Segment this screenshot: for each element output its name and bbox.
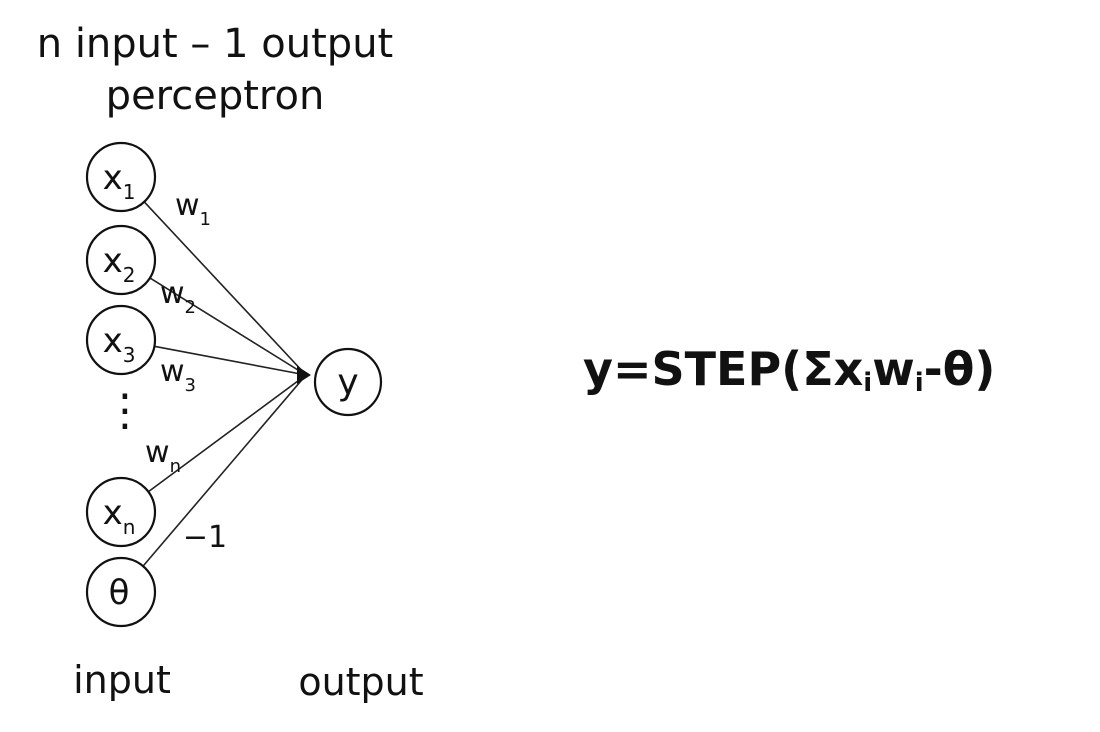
connections (142, 201, 311, 567)
weight-label-x1-base: w (175, 188, 200, 223)
input-node-label-xn: xn (103, 493, 136, 539)
step-formula: y=STEP(Σxiwi-θ) (583, 346, 995, 396)
diagram-title-line-2: perceptron (105, 73, 325, 119)
output-label: output (298, 660, 423, 704)
output-node-label: y (337, 362, 358, 403)
input-node-label-x3: x3 (103, 321, 136, 367)
edge-x3 (154, 345, 307, 376)
weight-label-x2-subscript: 2 (185, 297, 196, 318)
weight-label-xn: wn (145, 435, 181, 477)
output-node (313, 347, 383, 417)
weight-label-theta: −1 (183, 520, 227, 555)
formula-subscript-i-2: i (914, 368, 924, 398)
input-node-label-x2-subscript: 2 (123, 263, 136, 287)
input-node-label-x2: x2 (103, 241, 136, 287)
input-node-label-x1: x1 (103, 158, 136, 204)
input-node-label-x1-base: x (103, 158, 123, 198)
weight-label-x3-subscript: 3 (185, 375, 196, 396)
weight-label-x3-base: w (160, 354, 185, 389)
edge-xn (147, 374, 307, 493)
input-node-label-x3-subscript: 3 (123, 343, 136, 367)
input-label: input (73, 658, 171, 702)
input-node-x3 (85, 304, 157, 376)
formula-lhs: y=STEP(Σx (583, 342, 864, 396)
ellipsis-dots: ⋮ (103, 385, 147, 436)
input-node-label-theta: θ (109, 573, 130, 613)
weight-label-theta-base: −1 (183, 520, 227, 555)
input-node-label-x2-base: x (103, 241, 123, 281)
weight-label-x3: w3 (160, 354, 196, 396)
edge-theta (142, 374, 307, 567)
input-node-label-x1-subscript: 1 (123, 180, 136, 204)
input-node-x1 (85, 141, 157, 213)
input-node-label-xn-subscript: n (123, 515, 136, 539)
weight-label-xn-base: w (145, 435, 170, 470)
formula-subscript-i-1: i (863, 368, 873, 398)
input-node-theta (85, 556, 157, 628)
input-node-label-xn-base: x (103, 493, 123, 533)
weight-label-x1: w1 (175, 188, 211, 230)
formula-rhs: -θ) (923, 342, 996, 396)
input-node-label-theta-base: θ (109, 573, 130, 613)
diagram-title-line-1: n input – 1 output (36, 21, 394, 67)
arrow-head (297, 366, 311, 384)
input-node-x2 (85, 224, 157, 296)
formula-w: w (872, 342, 915, 396)
edge-x1 (143, 201, 307, 376)
weight-label-xn-subscript: n (170, 456, 181, 477)
weight-label-x1-subscript: 1 (200, 209, 211, 230)
weight-label-x2-base: w (160, 276, 185, 311)
edge-x2 (149, 277, 307, 376)
input-node-label-x3-base: x (103, 321, 123, 361)
input-node-xn (85, 476, 157, 548)
weight-label-x2: w2 (160, 276, 196, 318)
